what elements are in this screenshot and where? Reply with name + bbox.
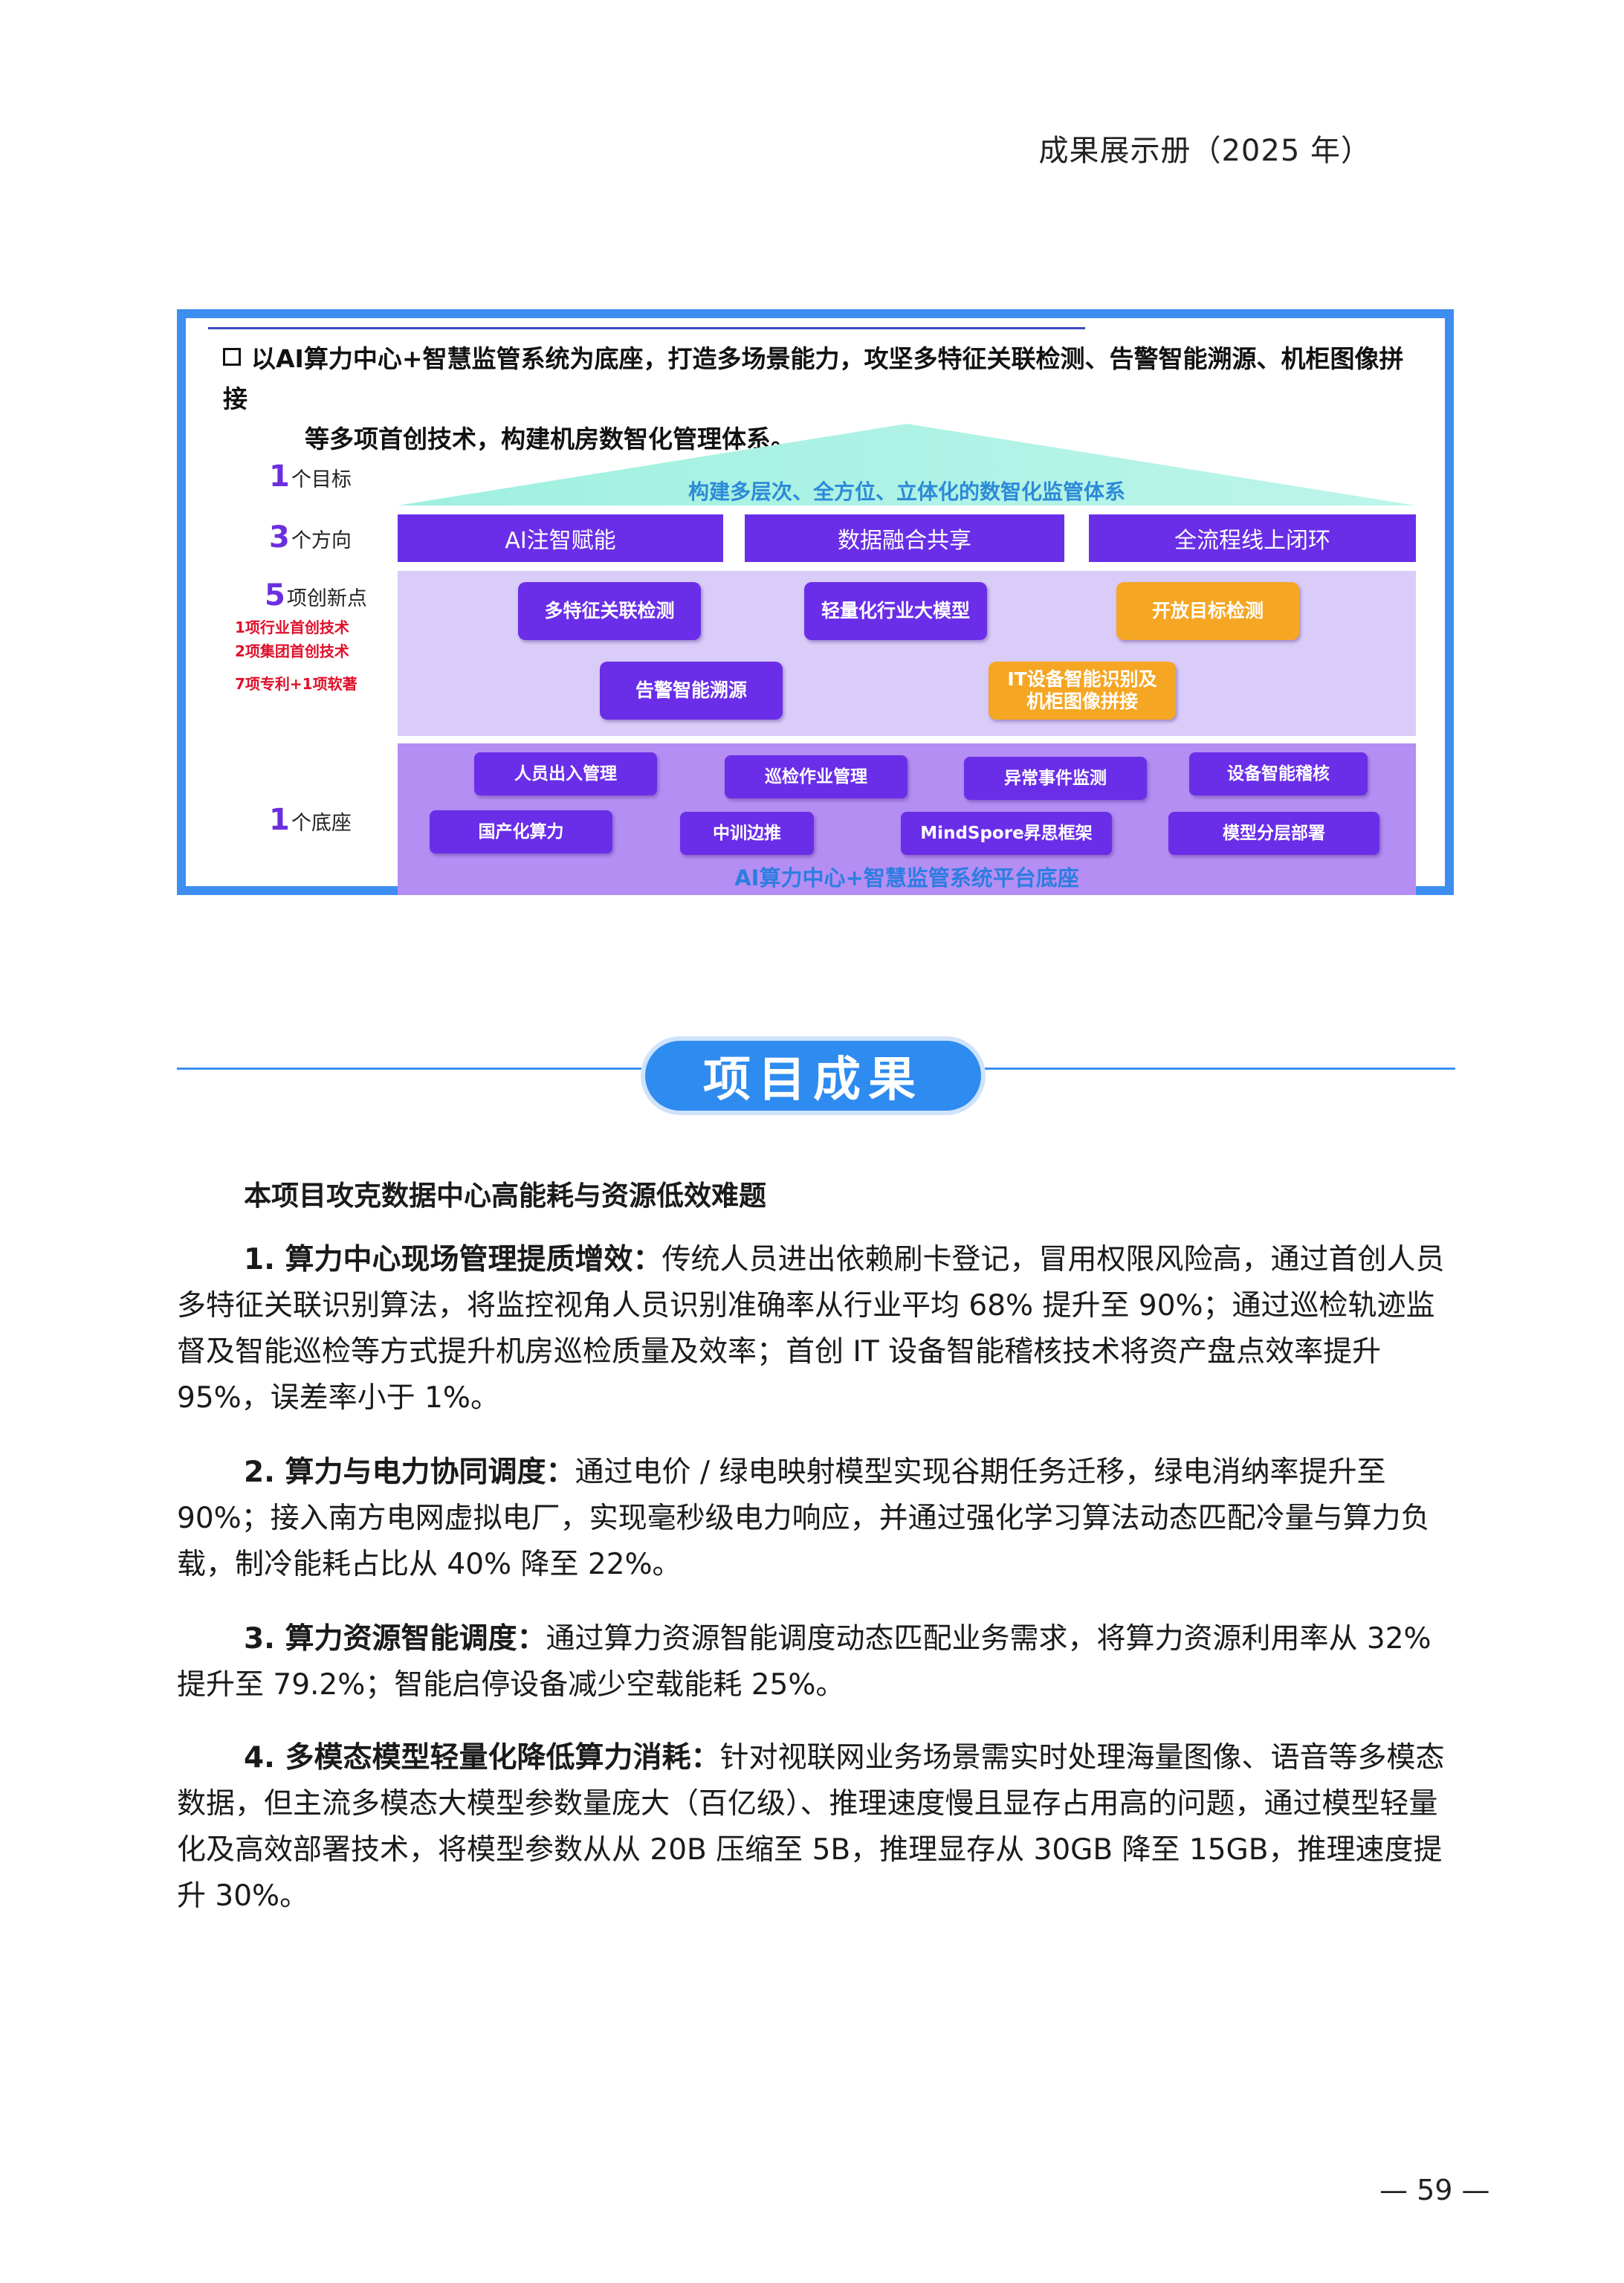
goal-text: 构建多层次、全方位、立体化的数智化监管体系 — [688, 479, 1125, 504]
figure-top-rule — [208, 327, 1085, 329]
innovation-note-2: 2项集团首创技术 — [235, 642, 349, 660]
body-title: 本项目攻克数据中心高能耗与资源低效难题 — [244, 1180, 766, 1212]
result-item-1: 1. 算力中心现场管理提质增效：传统人员进出依赖刷卡登记，冒用权限风险高，通过首… — [177, 1243, 1445, 1415]
base-pill-6: 中训边推 — [680, 812, 814, 855]
figure-intro: 以AI算力中心+智慧监管系统为底座，打造多场景能力，攻坚多特征关联检测、告警智能… — [223, 339, 1427, 459]
innovation-pill-5: IT设备智能识别及机柜图像拼接 — [989, 662, 1176, 720]
figure-intro-line-2: 等多项首创技术，构建机房数智化管理体系。 — [305, 424, 795, 453]
innovation-note-3: 7项专利+1项软著 — [235, 675, 358, 693]
base-pill-2: 巡检作业管理 — [725, 755, 908, 798]
label-innovation: 5项创新点 — [265, 578, 367, 613]
section-rule-left — [177, 1068, 653, 1070]
base-title: AI算力中心+智慧监管系统平台底座 — [734, 865, 1079, 891]
innovation-pill-4: 告警智能溯源 — [600, 662, 783, 720]
innovation-pill-3: 开放目标检测 — [1116, 582, 1299, 640]
result-item-4: 4. 多模态模型轻量化降低算力消耗：针对视联网业务场景需实时处理海量图像、语音等… — [177, 1741, 1445, 1913]
goal-roof-shape — [398, 424, 1416, 506]
direction-box-1: AI注智赋能 — [398, 514, 723, 562]
architecture-figure: 以AI算力中心+智慧监管系统为底座，打造多场景能力，攻坚多特征关联检测、告警智能… — [177, 309, 1454, 895]
label-goal: 1个目标 — [269, 459, 352, 494]
innovation-note-1: 1项行业首创技术 — [235, 619, 349, 636]
direction-box-2: 数据融合共享 — [745, 514, 1064, 562]
section-rule-right — [974, 1068, 1455, 1070]
checkbox-square-icon — [223, 348, 241, 366]
base-pill-5: 国产化算力 — [430, 810, 612, 853]
base-pill-3: 异常事件监测 — [964, 757, 1147, 800]
page-number: — 59 — — [1379, 2174, 1490, 2206]
label-direction: 3个方向 — [269, 520, 352, 555]
label-base: 1个底座 — [269, 803, 352, 837]
section-title: 项目成果 — [645, 1041, 981, 1111]
base-pill-8: 模型分层部署 — [1168, 812, 1379, 855]
figure-intro-line-1: 以AI算力中心+智慧监管系统为底座，打造多场景能力，攻坚多特征关联检测、告警智能… — [223, 344, 1404, 413]
base-pill-1: 人员出入管理 — [474, 752, 657, 795]
running-header: 成果展示册（2025 年） — [1038, 134, 1371, 168]
innovation-pill-1: 多特征关联检测 — [518, 582, 701, 640]
result-item-2: 2. 算力与电力协同调度：通过电价 / 绿电映射模型实现谷期任务迁移，绿电消纳率… — [177, 1456, 1430, 1581]
base-pill-7: MindSpore昇思框架 — [901, 812, 1112, 855]
innovation-pill-2: 轻量化行业大模型 — [804, 582, 987, 640]
base-pill-4: 设备智能稽核 — [1189, 752, 1368, 795]
result-item-3: 3. 算力资源智能调度：通过算力资源智能调度动态匹配业务需求，将算力资源利用率从… — [177, 1622, 1431, 1702]
direction-box-3: 全流程线上闭环 — [1089, 514, 1416, 562]
